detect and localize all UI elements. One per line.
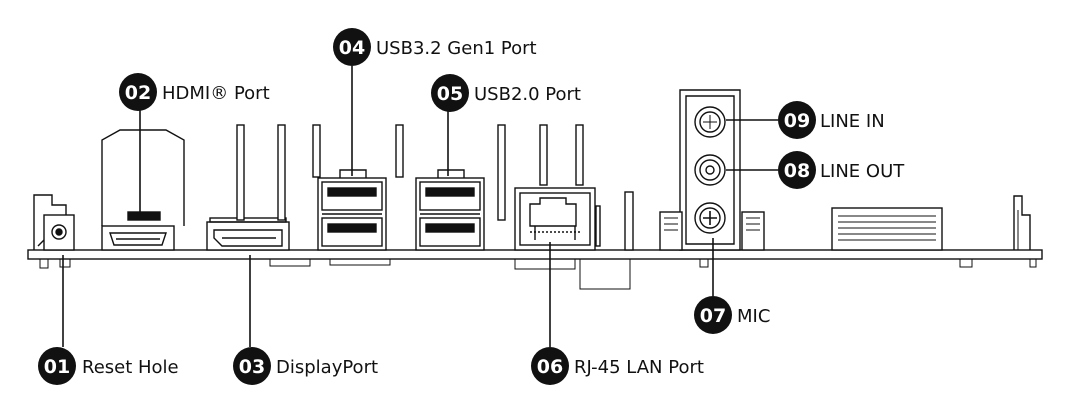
fins xyxy=(236,124,634,251)
pcb xyxy=(27,249,1043,260)
board-drawing xyxy=(27,89,1043,290)
callout-label: USB2.0 Port xyxy=(474,84,581,105)
usb20-stack xyxy=(415,169,485,251)
rj45-connector xyxy=(514,187,601,251)
callout-04: 04 USB3.2 Gen1 Port xyxy=(333,28,537,66)
callout-number: 07 xyxy=(700,305,726,327)
callout-number: 04 xyxy=(339,37,365,59)
callout-number: 08 xyxy=(784,160,810,182)
callout-08: 08 LINE OUT xyxy=(778,151,905,189)
callout-number: 09 xyxy=(784,110,810,132)
underside-parts xyxy=(39,258,1037,290)
callout-number: 03 xyxy=(239,356,265,378)
callout-01: 01 Reset Hole xyxy=(38,347,179,385)
callout-09: 09 LINE IN xyxy=(778,101,885,139)
audio-plate xyxy=(679,89,741,251)
callout-number: 01 xyxy=(44,356,70,378)
callout-label: LINE OUT xyxy=(820,161,905,182)
jack-mic xyxy=(694,202,726,234)
callout-05: 05 USB2.0 Port xyxy=(431,74,581,112)
jack-line-out xyxy=(694,154,726,186)
callout-label: MIC xyxy=(737,306,770,327)
usb32-stack xyxy=(317,169,387,251)
callout-label: DisplayPort xyxy=(276,357,378,378)
callout-number: 02 xyxy=(125,82,151,104)
callout-label: Reset Hole xyxy=(82,357,179,378)
reset-block xyxy=(33,194,75,251)
hdmi-connector xyxy=(101,129,185,251)
jack-line-in xyxy=(694,106,726,138)
displayport-connector xyxy=(206,217,290,251)
right-connectors xyxy=(659,195,1031,251)
callout-number: 05 xyxy=(437,83,463,105)
callout-label: RJ-45 LAN Port xyxy=(574,357,704,378)
callout-label: HDMI® Port xyxy=(162,83,270,104)
callout-03: 03 DisplayPort xyxy=(233,347,378,385)
callout-02: 02 HDMI® Port xyxy=(119,73,270,111)
callout-number: 06 xyxy=(537,356,563,378)
callout-label: USB3.2 Gen1 Port xyxy=(376,38,537,59)
leader-lines xyxy=(62,66,778,347)
callout-label: LINE IN xyxy=(820,111,885,132)
callout-07: 07 MIC xyxy=(694,296,770,334)
callout-06: 06 RJ-45 LAN Port xyxy=(531,347,704,385)
